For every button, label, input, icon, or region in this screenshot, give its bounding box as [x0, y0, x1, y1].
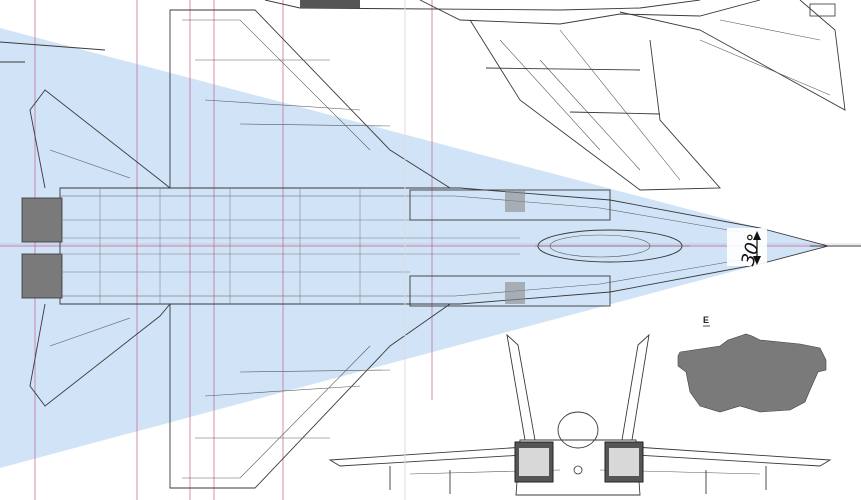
section-e: E — [677, 315, 827, 413]
sight-cone — [0, 28, 828, 468]
double-headed-arrow-icon — [753, 231, 761, 265]
angle-marker: 30° — [727, 228, 767, 268]
section-letter: E — [703, 315, 709, 325]
top-view-aircraft — [0, 9, 861, 489]
front-view-aircraft — [328, 333, 861, 500]
underside-view-aircraft — [264, 0, 846, 191]
section-e-profile — [677, 333, 827, 413]
